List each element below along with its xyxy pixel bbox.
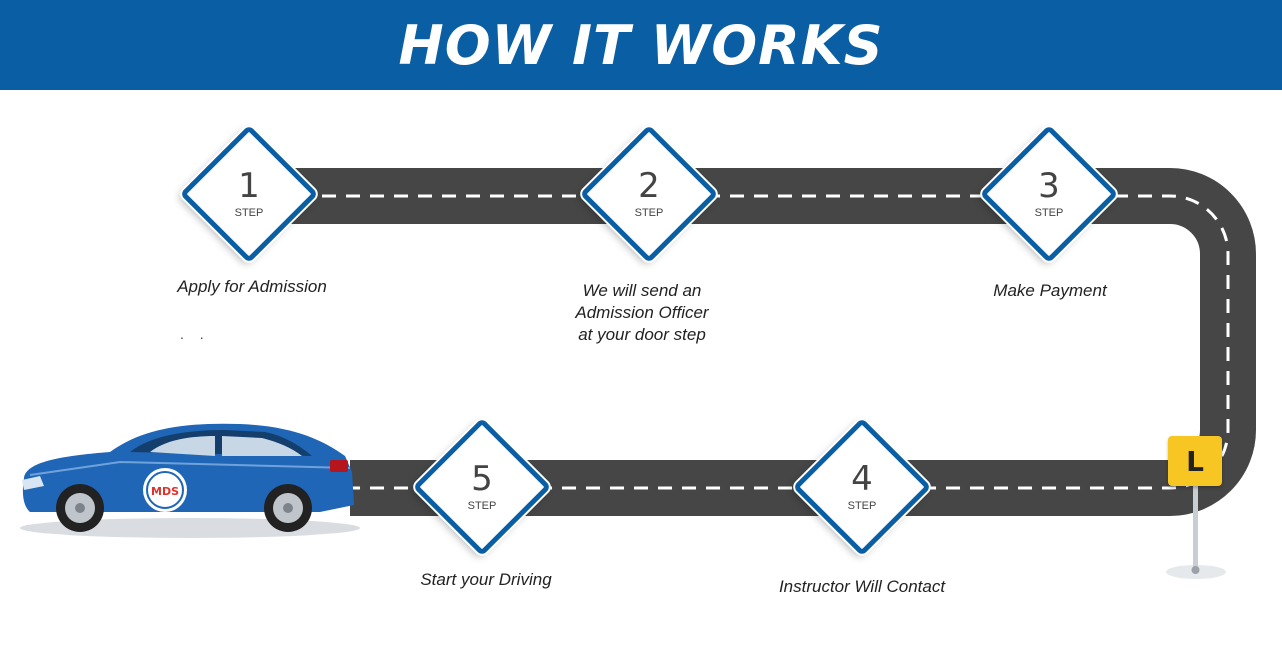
- step-4-number: 4: [851, 459, 873, 499]
- step-1-number: 1: [238, 166, 260, 206]
- decorative-dots: . .: [180, 326, 210, 342]
- learner-sign: L: [1168, 436, 1222, 486]
- step-2-number: 2: [638, 166, 660, 206]
- step-2-caption: We will send an Admission Officer at you…: [575, 281, 709, 344]
- step-5-number: 5: [471, 459, 493, 499]
- learner-sign-letter: L: [1186, 444, 1204, 478]
- header-banner: HOW IT WORKS: [0, 0, 1282, 90]
- step-1-marker: 1 STEP: [179, 124, 319, 264]
- step-5-marker: 5 STEP: [412, 417, 552, 557]
- step-4-label: STEP: [847, 500, 877, 512]
- step-4-marker: 4 STEP: [792, 417, 932, 557]
- step-3-caption: Make Payment: [993, 281, 1107, 300]
- step-1-label: STEP: [234, 207, 264, 219]
- step-4-caption: Instructor Will Contact: [778, 577, 946, 596]
- step-3-label: STEP: [1034, 207, 1064, 219]
- step-5-caption: Start your Driving: [420, 570, 552, 589]
- car-illustration: MDS: [20, 423, 360, 538]
- step-3-number: 3: [1038, 166, 1060, 206]
- car-badge-text: MDS: [151, 485, 179, 498]
- page-title: HOW IT WORKS: [398, 13, 884, 77]
- step-1-caption: Apply for Admission: [177, 277, 327, 296]
- step-2-label: STEP: [634, 207, 664, 219]
- sign-pole: [1193, 482, 1198, 572]
- step-3-marker: 3 STEP: [979, 124, 1119, 264]
- step-5-label: STEP: [467, 500, 497, 512]
- step-2-marker: 2 STEP: [579, 124, 719, 264]
